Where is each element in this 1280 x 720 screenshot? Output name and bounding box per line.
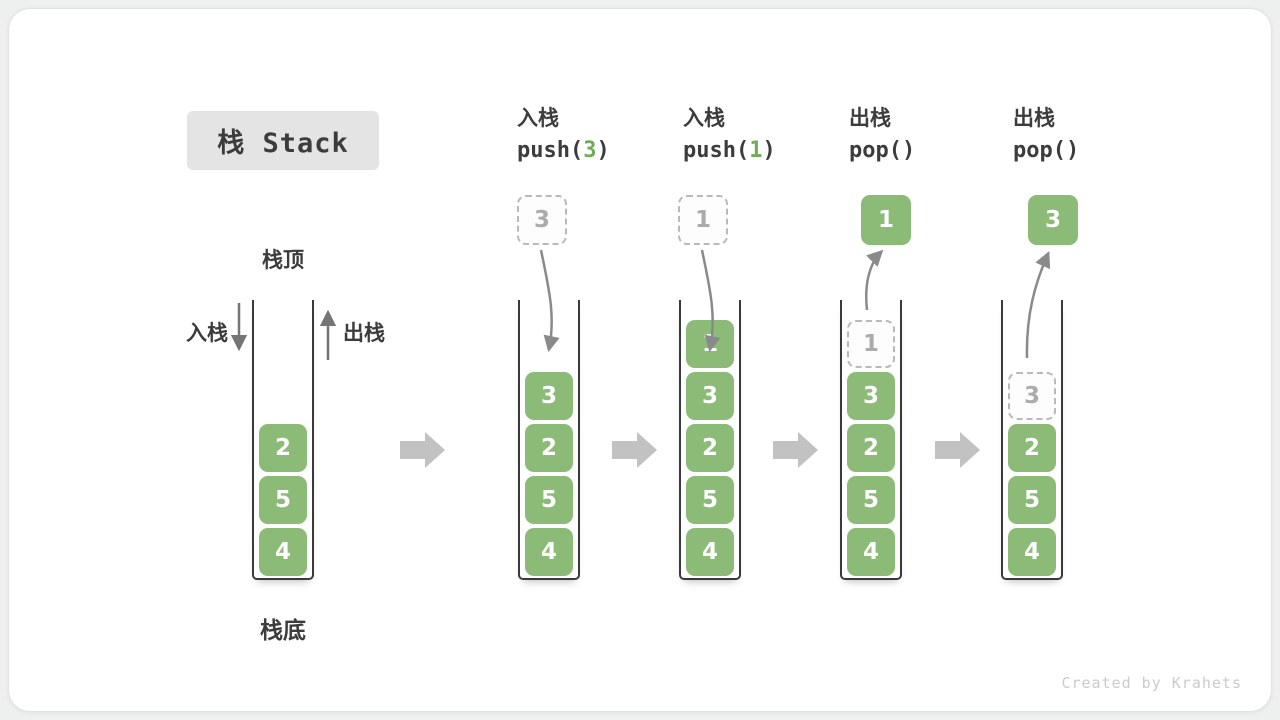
- stack-cell: 5: [1008, 476, 1056, 524]
- stack-cell-ghost: 1: [847, 320, 895, 368]
- credit-watermark: Created by Krahets: [1061, 674, 1242, 692]
- stack-cell: 2: [686, 424, 734, 472]
- title-label: 栈 Stack: [217, 128, 349, 159]
- op-code-text: ): [762, 138, 776, 163]
- op-name: 入栈: [683, 106, 725, 130]
- operation-label-push-3: 入栈 push(3): [517, 103, 610, 169]
- stack-cell: 2: [525, 424, 573, 472]
- push-direction-label: 入栈: [186, 321, 228, 345]
- operation-label-pop-3: 出栈 pop(): [1013, 103, 1079, 169]
- stack-cell: 3: [525, 372, 573, 420]
- op-code-text: pop(): [849, 138, 916, 163]
- stack-cell: 4: [1008, 528, 1056, 576]
- stack-cell: 5: [847, 476, 895, 524]
- incoming-box-1: 1: [678, 195, 728, 245]
- op-code-text: push(: [683, 138, 750, 163]
- op-name: 出栈: [849, 106, 891, 130]
- op-code-arg: 3: [583, 138, 597, 163]
- op-code: pop(): [849, 133, 915, 169]
- stack-cell: 3: [686, 372, 734, 420]
- op-code-text: push(: [517, 138, 584, 163]
- stack-top-label: 栈顶: [262, 248, 304, 272]
- stack-cell: 2: [259, 424, 307, 472]
- operation-label-push-1: 入栈 push(1): [683, 103, 776, 169]
- op-name: 入栈: [517, 106, 559, 130]
- stack-cell: 2: [847, 424, 895, 472]
- op-code-text: pop(): [1013, 138, 1080, 163]
- op-code: push(1): [683, 133, 776, 169]
- stack-cell: 4: [847, 528, 895, 576]
- stack-cell: 5: [259, 476, 307, 524]
- stack-cell: 1: [686, 320, 734, 368]
- stack-cell: 5: [525, 476, 573, 524]
- stack-cell: 4: [259, 528, 307, 576]
- stack-container-5: 3 2 5 4: [1001, 300, 1063, 580]
- op-code-text: ): [596, 138, 610, 163]
- stack-cell: 4: [686, 528, 734, 576]
- stack-cell: 2: [1008, 424, 1056, 472]
- stack-container-3: 1 3 2 5 4: [679, 300, 741, 580]
- stack-cell: 5: [686, 476, 734, 524]
- popped-box-3: 3: [1028, 195, 1078, 245]
- popped-box-1: 1: [861, 195, 911, 245]
- pop-direction-label: 出栈: [343, 321, 385, 345]
- op-code: pop(): [1013, 133, 1079, 169]
- stack-cell-ghost: 3: [1008, 372, 1056, 420]
- stack-cell: 3: [847, 372, 895, 420]
- op-code: push(3): [517, 133, 610, 169]
- op-name: 出栈: [1013, 106, 1055, 130]
- title-box: 栈 Stack: [187, 111, 379, 170]
- op-code-arg: 1: [749, 138, 763, 163]
- stack-bottom-label: 栈底: [260, 618, 306, 644]
- stack-container-4: 1 3 2 5 4: [840, 300, 902, 580]
- stack-cell: 4: [525, 528, 573, 576]
- incoming-box-3: 3: [517, 195, 567, 245]
- operation-label-pop-1: 出栈 pop(): [849, 103, 915, 169]
- stack-container-1: 2 5 4: [252, 300, 314, 580]
- stack-container-2: 3 2 5 4: [518, 300, 580, 580]
